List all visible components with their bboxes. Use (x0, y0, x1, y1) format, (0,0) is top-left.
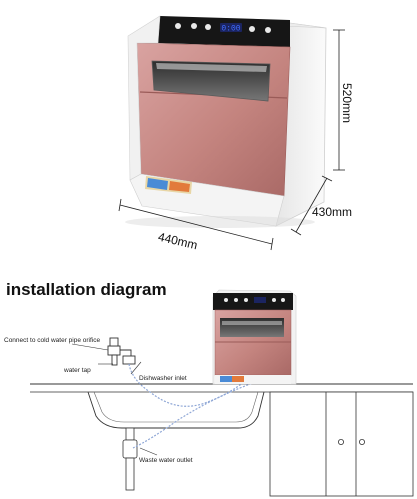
control-button-icon (224, 298, 228, 302)
width-dimension-label: 440mm (157, 230, 199, 253)
cabinet-knob-icon (358, 438, 365, 445)
dishwasher-main: 0:00 (125, 15, 327, 228)
drain-hose (132, 379, 263, 449)
sink-basin (87, 391, 265, 429)
section-title: installation diagram (6, 280, 167, 299)
drain-pipe (125, 457, 135, 491)
control-button-icon (175, 23, 181, 29)
control-button-icon (265, 27, 271, 33)
dishwasher-small (212, 289, 297, 385)
cold-water-label: Connect to cold water pipe orifice (4, 337, 100, 344)
control-button-icon (272, 298, 276, 302)
control-button-icon (205, 24, 211, 30)
dishwasher-inlet-label: Dishwasher inlet (139, 375, 187, 382)
control-button-icon (244, 298, 248, 302)
cabinet-knob-icon (337, 438, 344, 445)
dimension-lines (118, 29, 345, 251)
display-readout: 0:00 (221, 25, 240, 34)
water-tap-icon (107, 337, 136, 366)
water-tap-label: water tap (63, 367, 91, 374)
control-button-icon (249, 26, 255, 32)
control-button-icon (234, 298, 238, 302)
cabinet (269, 391, 414, 497)
height-dimension-label: 520mm (340, 83, 354, 123)
control-button-icon (191, 23, 197, 29)
control-button-icon (281, 298, 285, 302)
waste-outlet-label: Waste water outlet (139, 457, 193, 464)
depth-dimension-label: 430mm (312, 205, 352, 219)
